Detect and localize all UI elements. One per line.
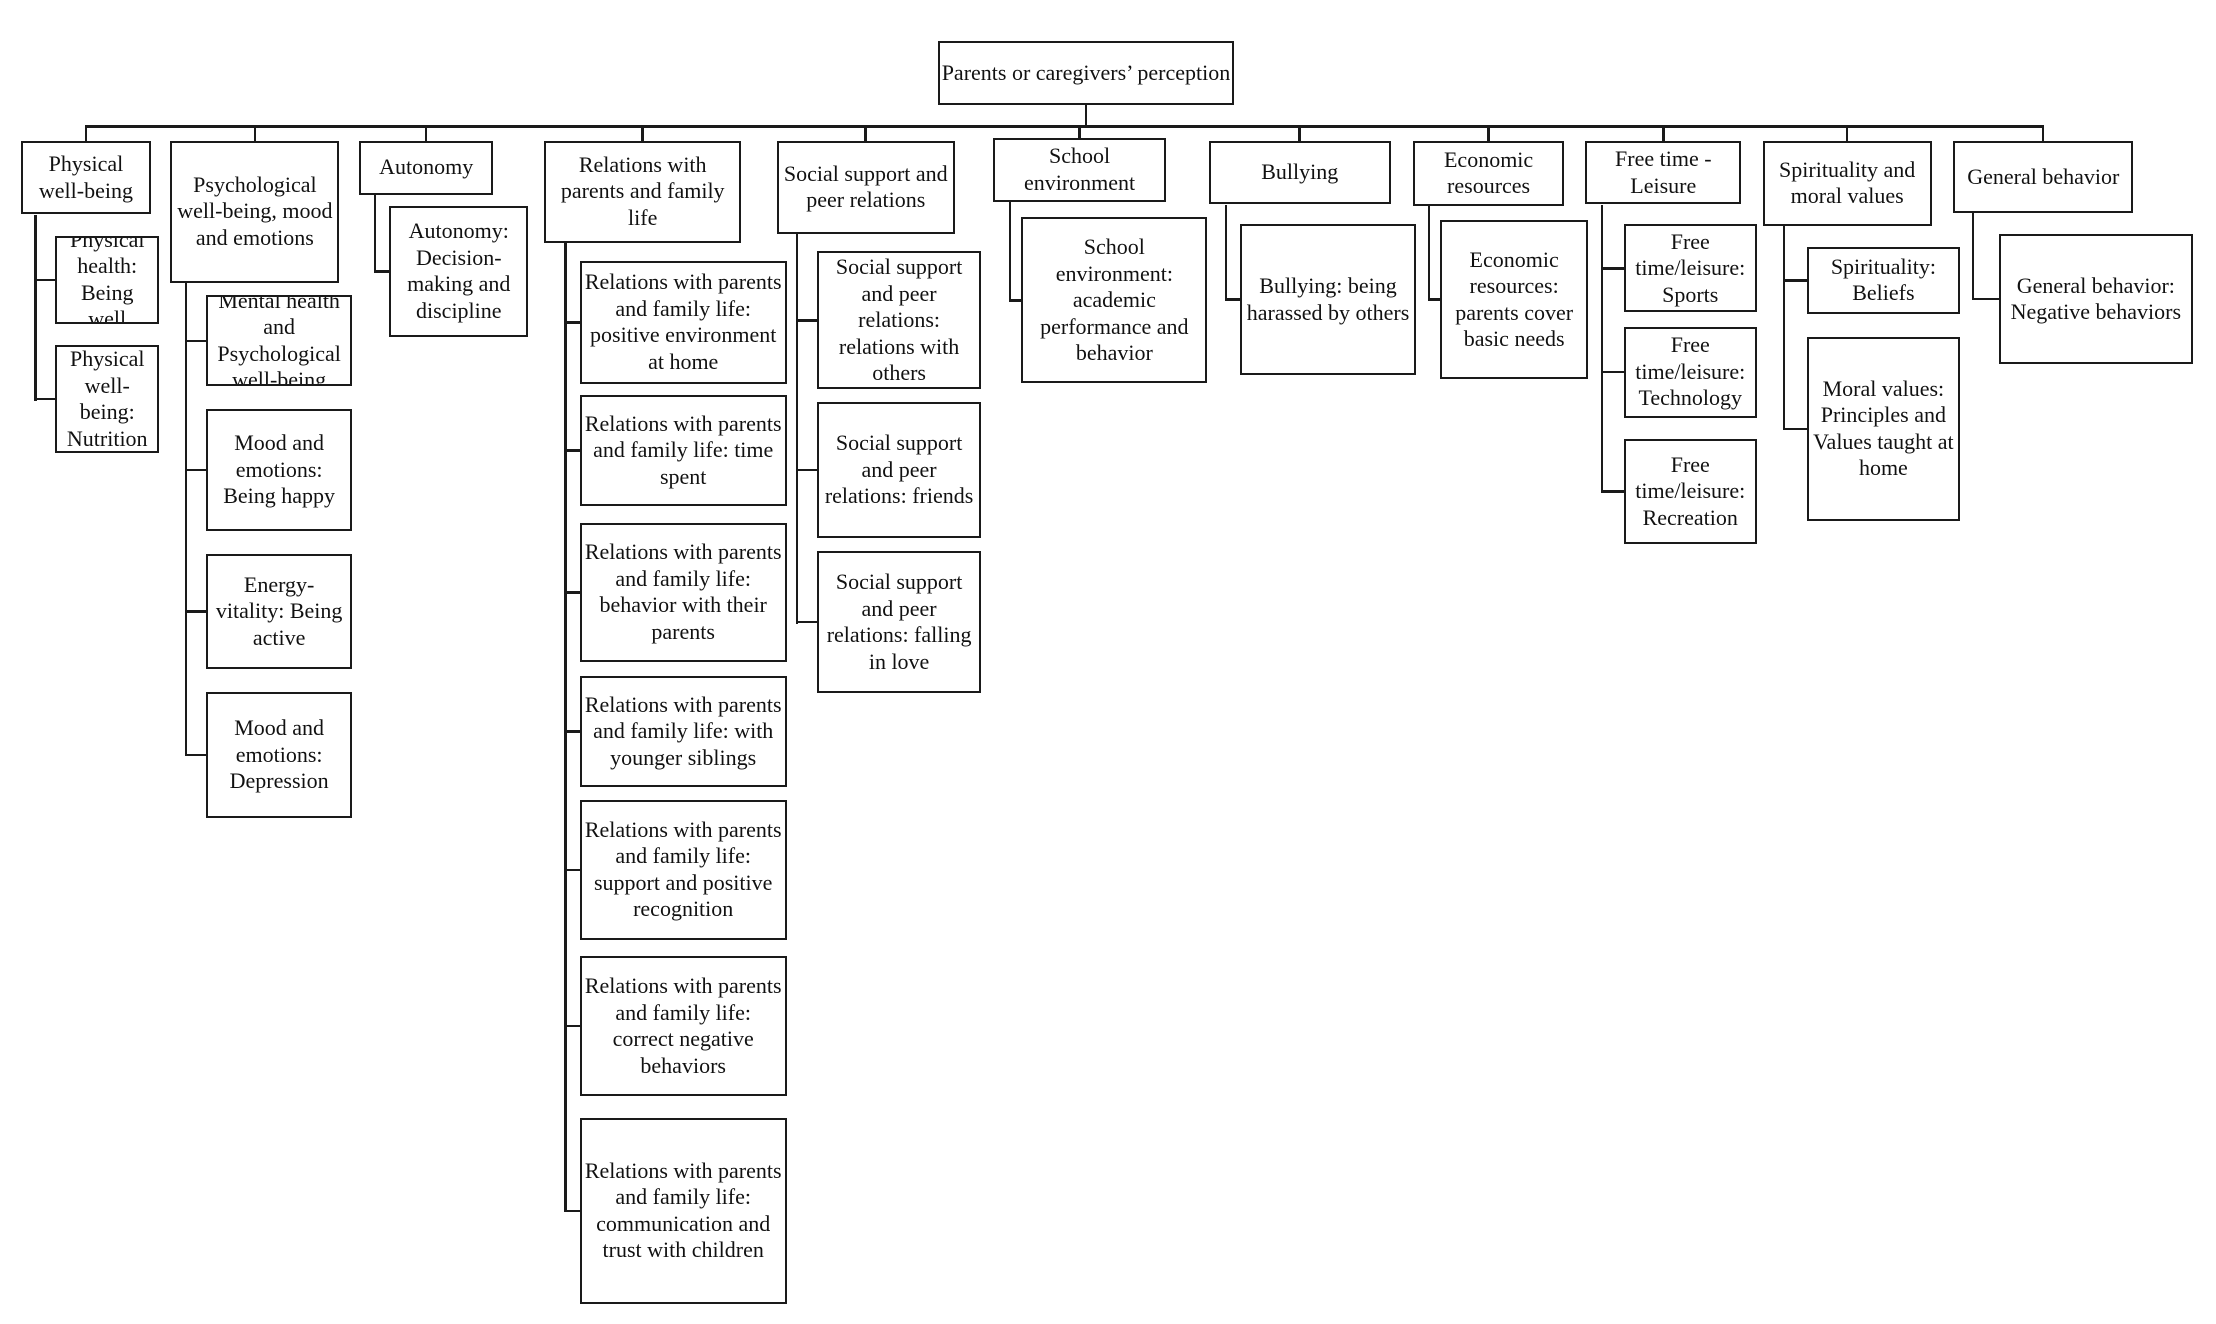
child-connector bbox=[565, 449, 581, 452]
category-connector bbox=[1487, 126, 1490, 143]
category-node: Spirituality and moral values bbox=[1762, 140, 1932, 226]
category-node: Autonomy bbox=[359, 140, 493, 195]
category-spine bbox=[1782, 225, 1786, 431]
subcategory-node: Physical health: Being well bbox=[55, 235, 160, 324]
subcategory-node: Mental health and Psychological well-bei… bbox=[206, 295, 353, 387]
subcategory-node: Energy-vitality: Being active bbox=[206, 554, 353, 670]
child-connector bbox=[1784, 279, 1809, 282]
child-connector bbox=[565, 591, 581, 594]
category-node: Economic resources bbox=[1413, 140, 1564, 206]
category-spine bbox=[1427, 206, 1431, 302]
category-spine bbox=[1600, 204, 1604, 493]
child-connector bbox=[375, 270, 391, 273]
subcategory-node: Bullying: being harassed by others bbox=[1240, 224, 1417, 375]
category-spine bbox=[1224, 204, 1228, 302]
subcategory-node: Relations with parents and family life: … bbox=[579, 1117, 787, 1304]
subcategory-node: Free time/leisure: Sports bbox=[1623, 224, 1757, 313]
child-connector bbox=[565, 1024, 581, 1028]
category-node: Relations with parents and family life bbox=[544, 140, 742, 243]
subcategory-node: School environment: academic performance… bbox=[1021, 217, 1208, 384]
child-connector bbox=[565, 730, 581, 733]
category-spine bbox=[34, 214, 37, 401]
subcategory-node: Economic resources: parents cover basic … bbox=[1440, 220, 1588, 380]
category-node: General behavior bbox=[1953, 140, 2134, 213]
category-spine bbox=[184, 282, 188, 757]
category-connector bbox=[864, 126, 867, 143]
subcategory-node: Relations with parents and family life: … bbox=[579, 261, 787, 384]
child-connector bbox=[1972, 297, 2000, 301]
subcategory-node: Autonomy: Decision-making and discipline bbox=[389, 206, 529, 337]
child-connector bbox=[186, 468, 208, 472]
child-connector bbox=[796, 319, 819, 322]
subcategory-node: Relations with parents and family life: … bbox=[579, 676, 787, 787]
subcategory-node: Spirituality: Beliefs bbox=[1806, 247, 1961, 314]
child-connector bbox=[1784, 427, 1809, 431]
subcategory-node: Social support and peer relations: relat… bbox=[816, 251, 982, 390]
child-connector bbox=[796, 468, 819, 472]
category-connector bbox=[1662, 126, 1665, 143]
subcategory-node: Free time/leisure: Technology bbox=[1623, 326, 1757, 418]
subcategory-node: General behavior: Negative behaviors bbox=[1998, 234, 2194, 364]
child-connector bbox=[565, 868, 581, 872]
child-connector bbox=[565, 1209, 581, 1213]
child-connector bbox=[796, 620, 819, 624]
category-spine bbox=[1971, 213, 1975, 301]
subcategory-node: Relations with parents and family life: … bbox=[579, 955, 787, 1097]
child-connector bbox=[1428, 298, 1442, 301]
root-node: Parents or caregivers’ perception bbox=[937, 41, 1235, 106]
subcategory-node: Physical well-being: Nutrition bbox=[55, 345, 160, 454]
child-connector bbox=[1602, 490, 1625, 493]
child-connector bbox=[1009, 299, 1023, 302]
child-connector bbox=[1225, 298, 1242, 301]
category-connector bbox=[1078, 126, 1081, 140]
subcategory-node: Mood and emotions: Depression bbox=[206, 691, 353, 819]
subcategory-node: Social support and peer relations: falli… bbox=[816, 551, 982, 694]
category-node: Physical well-being bbox=[21, 140, 151, 215]
category-spine bbox=[1008, 201, 1012, 302]
category-connector bbox=[424, 126, 428, 143]
child-connector bbox=[1602, 267, 1625, 270]
category-node: Psychological well-being, mood and emoti… bbox=[170, 140, 340, 283]
category-node: Social support and peer relations bbox=[777, 140, 955, 235]
subcategory-node: Mood and emotions: Being happy bbox=[206, 409, 353, 532]
category-connector bbox=[1845, 126, 1849, 143]
subcategory-node: Free time/leisure: Recreation bbox=[1623, 438, 1757, 544]
subcategory-node: Relations with parents and family life: … bbox=[579, 522, 787, 662]
child-connector bbox=[565, 321, 581, 324]
child-connector bbox=[186, 753, 208, 757]
category-connector bbox=[84, 126, 88, 143]
subcategory-node: Moral values: Principles and Values taug… bbox=[1806, 336, 1961, 522]
category-node: School environment bbox=[992, 137, 1167, 202]
child-connector bbox=[1602, 370, 1625, 374]
category-connector bbox=[1298, 126, 1301, 143]
child-connector bbox=[186, 610, 208, 613]
category-spine bbox=[564, 242, 567, 1213]
category-connector bbox=[253, 126, 257, 143]
subcategory-node: Relations with parents and family life: … bbox=[579, 394, 787, 506]
category-spine bbox=[795, 234, 799, 624]
main-bus-line bbox=[85, 125, 2044, 128]
subcategory-node: Relations with parents and family life: … bbox=[579, 799, 787, 941]
child-connector bbox=[186, 339, 208, 343]
child-connector bbox=[35, 278, 57, 282]
category-connector bbox=[641, 126, 644, 143]
category-node: Free time - Leisure bbox=[1585, 140, 1742, 205]
category-spine bbox=[373, 194, 377, 273]
child-connector bbox=[35, 397, 57, 401]
category-connector bbox=[2041, 126, 2045, 143]
category-node: Bullying bbox=[1208, 140, 1391, 205]
root-connector bbox=[1084, 105, 1088, 128]
subcategory-node: Social support and peer relations: frien… bbox=[816, 402, 982, 539]
